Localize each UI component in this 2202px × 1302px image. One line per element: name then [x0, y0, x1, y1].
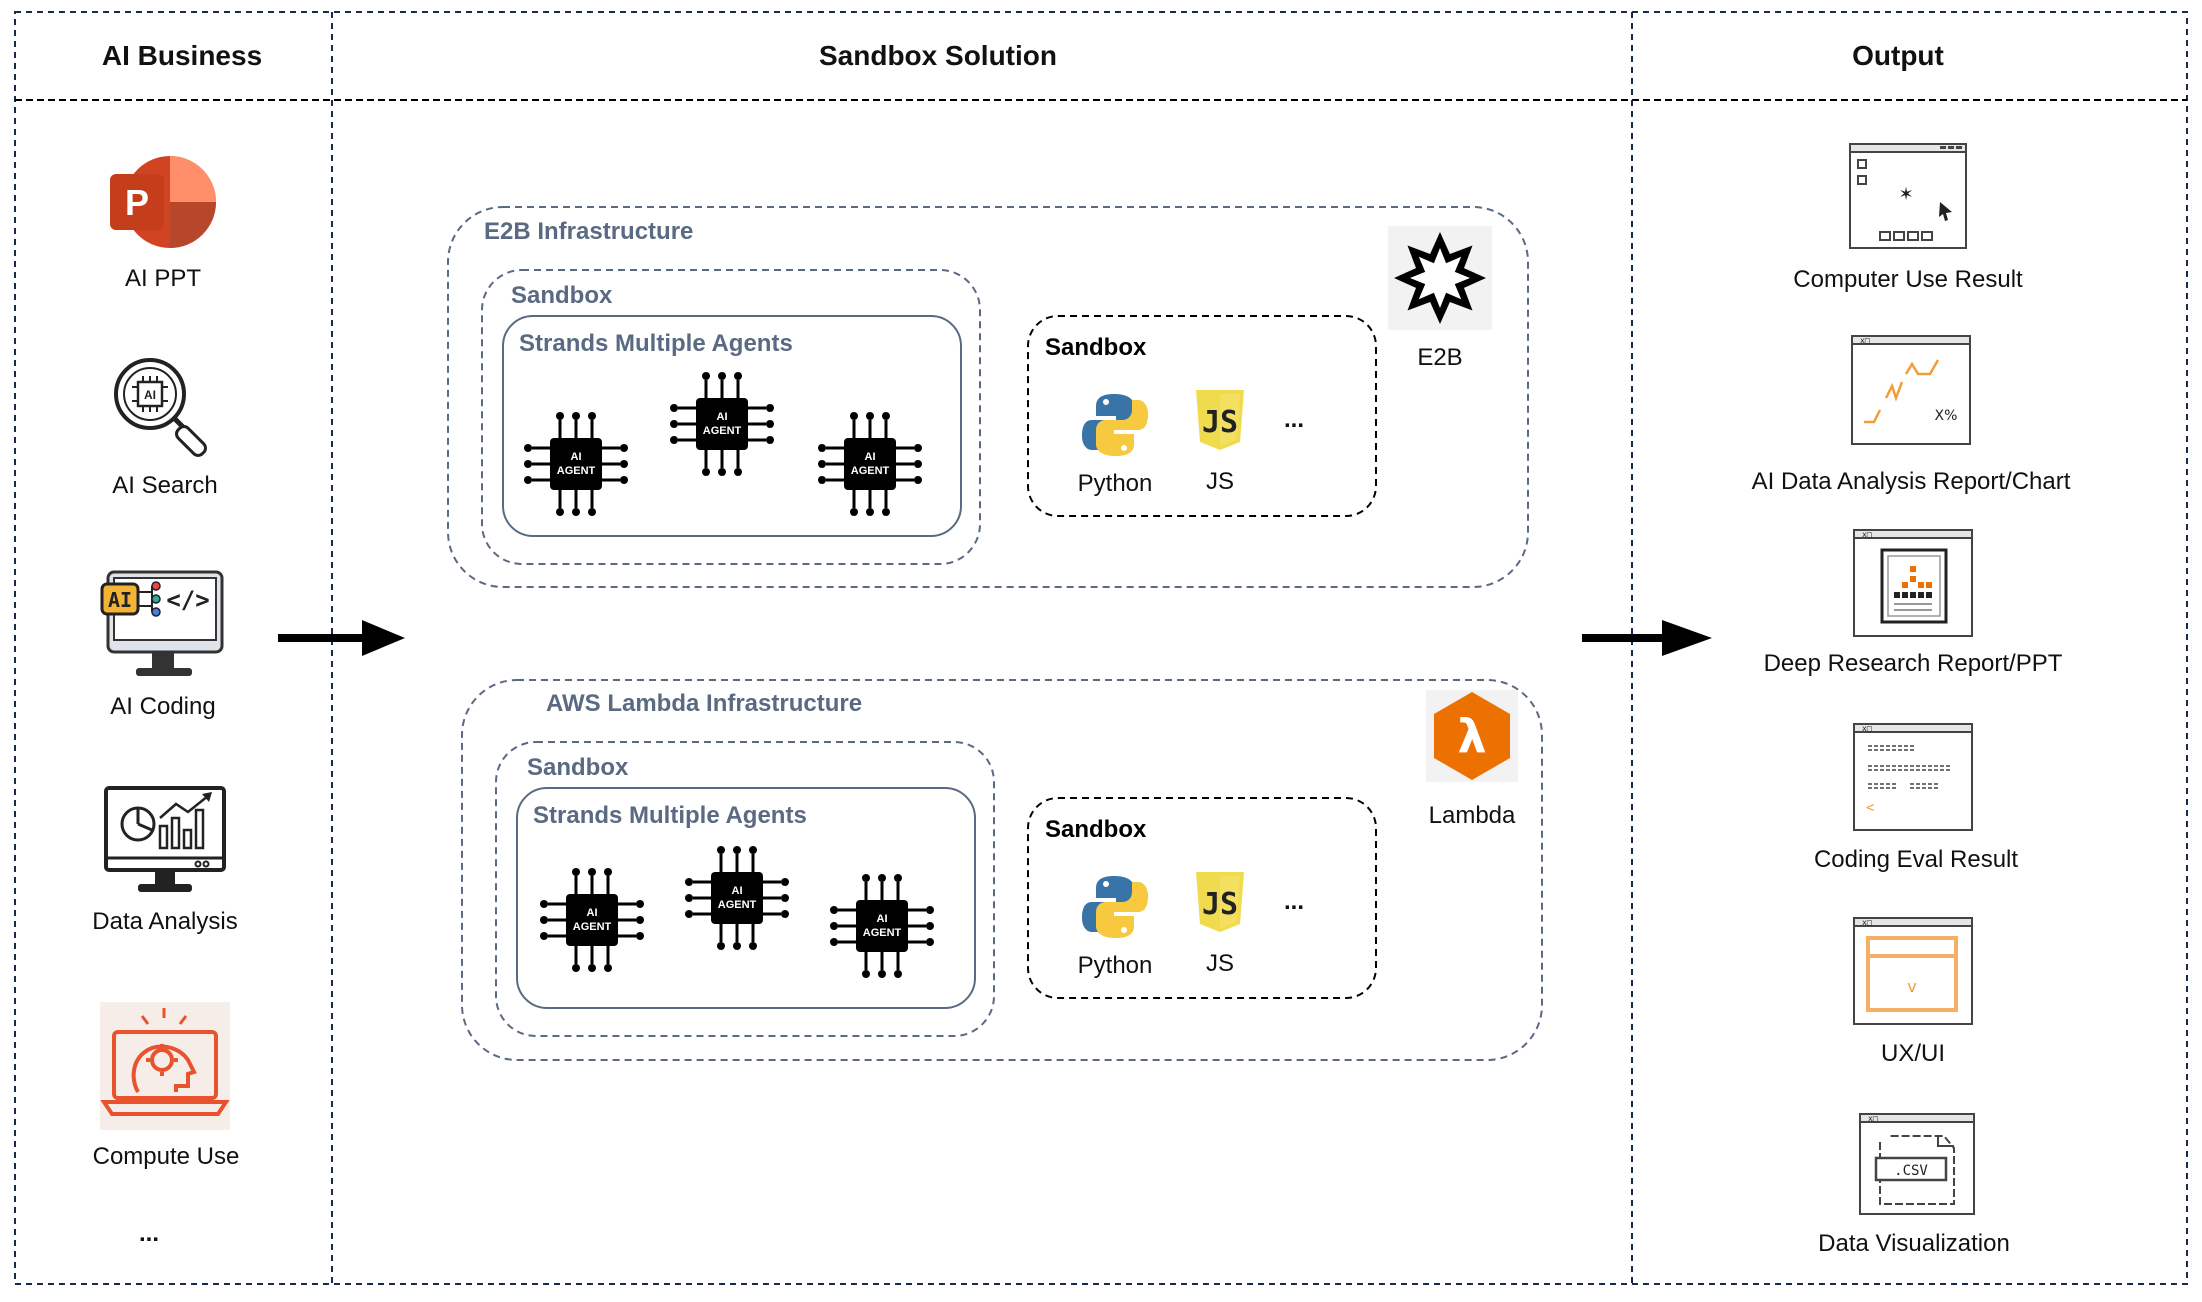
- output-label-computer-use: Computer Use Result: [1793, 266, 2023, 293]
- lambda-sandbox-title: Sandbox: [527, 754, 629, 781]
- svg-text:P: P: [125, 182, 149, 223]
- javascript-logo-icon: JS: [1196, 390, 1244, 450]
- e2b-python-label: Python: [1077, 470, 1153, 497]
- output-label-coding-eval: Coding Eval Result: [1813, 846, 2019, 873]
- output-label-data-visualization: Data Visualization: [1818, 1230, 2010, 1257]
- e2b-sandbox-title: Sandbox: [511, 282, 613, 309]
- business-label-data-analysis: Data Analysis: [92, 908, 238, 935]
- arrow-to-output: [1582, 620, 1712, 656]
- svg-text:✶: ✶: [1898, 184, 1913, 205]
- report-window-icon: x□: [1853, 529, 1973, 637]
- ai-agent-chip-label-top: AI: [587, 907, 598, 919]
- e2b-runtime-box: [1027, 315, 1377, 517]
- python-logo-icon: [1082, 876, 1148, 938]
- chart-window-percent: X%: [1935, 408, 1958, 424]
- business-label-ai-search: AI Search: [112, 472, 218, 499]
- e2b-js-label: JS: [1205, 468, 1234, 495]
- ai-agent-chip-label-top: AI: [717, 411, 728, 423]
- ai-agent-chip-label-top: AI: [571, 451, 582, 463]
- csv-window-icon: x□ .CSV: [1859, 1113, 1975, 1215]
- lambda-agents-title: Strands Multiple Agents: [533, 802, 807, 829]
- data-analysis-icon: [104, 786, 226, 892]
- column-header-output: Output: [1852, 40, 1944, 71]
- lambda-runtime-sandbox-title: Sandbox: [1045, 816, 1147, 843]
- ai-agent-chip-label-bottom: AGENT: [703, 425, 742, 437]
- chart-window-icon: x□ X%: [1851, 335, 1971, 445]
- lambda-python-label: Python: [1077, 952, 1153, 979]
- ai-search-icon: AI: [114, 358, 207, 457]
- ai-agent-chip-label-bottom: AGENT: [851, 465, 890, 477]
- business-label-ai-ppt: AI PPT: [124, 265, 202, 292]
- arrow-to-sandbox: [278, 620, 405, 656]
- ai-agent-chip-label-top: AI: [865, 451, 876, 463]
- lambda-js-label: JS: [1205, 950, 1234, 977]
- ai-agent-chip-icon: AI AGENT: [810, 404, 930, 529]
- ai-agent-chip-icon: AI AGENT: [822, 866, 942, 991]
- powerpoint-icon: P: [110, 156, 216, 248]
- business-more-ellipsis: ...: [138, 1220, 159, 1247]
- e2b-runtime-more: ...: [1284, 406, 1305, 433]
- svg-text:AI: AI: [144, 388, 156, 402]
- lambda-runtime-box: [1027, 797, 1377, 999]
- code-window-icon: x□ <: [1853, 723, 1973, 831]
- output-label-data-analysis: AI Data Analysis Report/Chart: [1751, 468, 2071, 495]
- e2b-agents-title: Strands Multiple Agents: [519, 330, 793, 357]
- column-header-ai-business: AI Business: [101, 40, 263, 71]
- svg-text:x□: x□: [1862, 724, 1872, 733]
- e2b-logo-icon: [1388, 226, 1492, 330]
- svg-text:x□: x□: [1862, 530, 1872, 539]
- lambda-sandbox-box: [495, 741, 995, 1037]
- ai-agent-chip-label-bottom: AGENT: [718, 899, 757, 911]
- lambda-infrastructure-box: [461, 679, 1543, 1061]
- lambda-logo-label: Lambda: [1428, 802, 1516, 829]
- computer-use-window-icon: ✶: [1849, 143, 1967, 249]
- column-header-sandbox-solution: Sandbox Solution: [819, 40, 1057, 71]
- svg-text:v: v: [1907, 977, 1916, 996]
- business-label-compute-use: Compute Use: [92, 1143, 240, 1170]
- e2b-infrastructure-title: E2B Infrastructure: [484, 218, 694, 245]
- lambda-logo-icon: λ: [1426, 690, 1518, 782]
- svg-text:JS: JS: [1202, 887, 1238, 922]
- svg-text:</>: </>: [166, 586, 209, 614]
- svg-text:λ: λ: [1457, 709, 1486, 763]
- ai-agent-chip-label-bottom: AGENT: [557, 465, 596, 477]
- e2b-sandbox-box: [481, 269, 981, 565]
- ux-window-icon: x□ v: [1853, 917, 1973, 1025]
- ai-agent-chip-icon: AI AGENT: [532, 860, 652, 985]
- ai-agent-chip-icon: AI AGENT: [662, 364, 782, 489]
- ai-agent-chip-label-top: AI: [877, 913, 888, 925]
- ai-agent-chip-icon: AI AGENT: [677, 838, 797, 963]
- ai-agent-chip-label-top: AI: [732, 885, 743, 897]
- csv-window-label: .CSV: [1894, 1163, 1928, 1179]
- svg-text:JS: JS: [1202, 405, 1238, 440]
- output-label-ux-ui: UX/UI: [1880, 1040, 1945, 1067]
- ai-coding-icon: AI </>: [100, 570, 224, 676]
- lambda-runtime-more: ...: [1284, 888, 1305, 915]
- e2b-infrastructure-box: [447, 206, 1529, 588]
- svg-text:AI: AI: [108, 588, 132, 612]
- e2b-logo-label: E2B: [1417, 344, 1463, 371]
- lambda-infrastructure-title: AWS Lambda Infrastructure: [546, 690, 863, 717]
- business-label-ai-coding: AI Coding: [110, 693, 216, 720]
- compute-use-icon: [100, 1002, 230, 1130]
- svg-text:x□: x□: [1868, 1114, 1878, 1123]
- ai-agent-chip-icon: AI AGENT: [516, 404, 636, 529]
- svg-text:x□: x□: [1862, 918, 1872, 927]
- python-logo-icon: [1082, 394, 1148, 456]
- svg-text:<: <: [1866, 800, 1874, 816]
- e2b-runtime-sandbox-title: Sandbox: [1045, 334, 1147, 361]
- output-label-deep-research: Deep Research Report/PPT: [1763, 650, 2063, 677]
- svg-text:x□: x□: [1860, 336, 1870, 345]
- javascript-logo-icon: JS: [1196, 872, 1244, 932]
- ai-agent-chip-label-bottom: AGENT: [573, 921, 612, 933]
- ai-agent-chip-label-bottom: AGENT: [863, 927, 902, 939]
